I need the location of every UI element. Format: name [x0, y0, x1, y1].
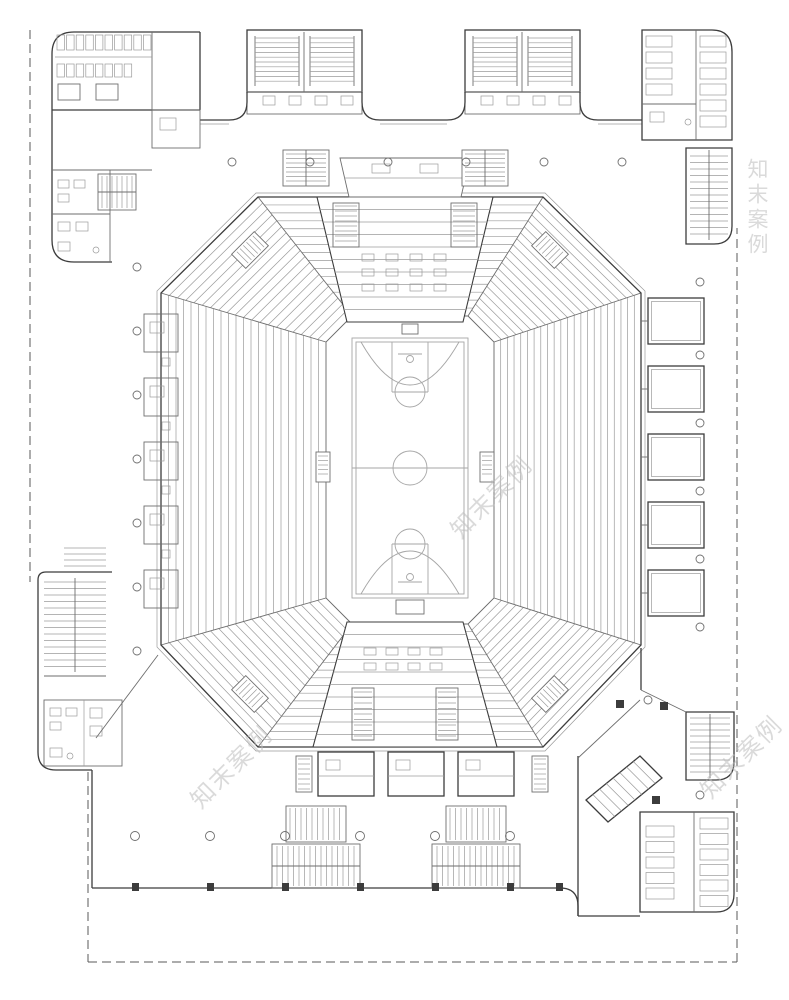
perimeter-rooms-walls	[37, 29, 735, 917]
basketball-court	[351, 323, 469, 615]
site-boundary-dashed-lines	[29, 30, 738, 963]
structural-columns	[130, 157, 705, 891]
stage-stairs-vomitories	[230, 149, 570, 748]
